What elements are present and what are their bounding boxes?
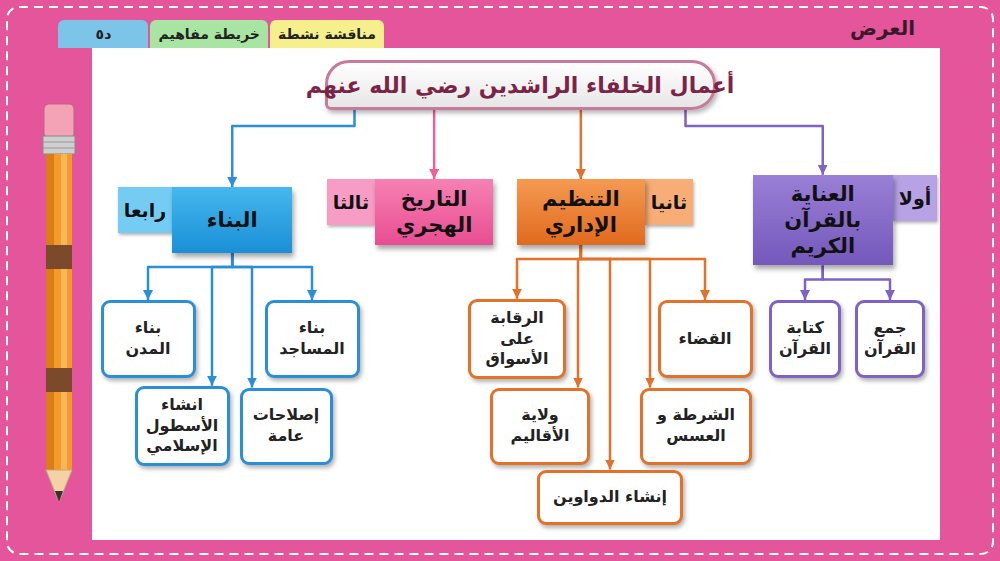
box-text: إنشاء الدواوين bbox=[553, 487, 667, 508]
connector bbox=[517, 245, 581, 299]
sub-box: إصلاحات عامة bbox=[240, 388, 333, 465]
box-text: انشاء الأسطول الإسلامي bbox=[146, 395, 219, 457]
content-panel bbox=[92, 48, 940, 540]
sub-box: القضاء bbox=[658, 300, 753, 378]
box-text: الشرطة و العسس bbox=[651, 405, 741, 447]
pencil-illustration bbox=[43, 104, 75, 502]
sub-box: ولاية الأقاليم bbox=[490, 388, 590, 465]
main-ribbon: رابعا البناء bbox=[118, 187, 292, 253]
connector bbox=[578, 245, 581, 388]
connector bbox=[581, 245, 705, 300]
ribbon-body: العناية بالقرآن الكريم bbox=[753, 175, 893, 266]
main-ribbon: ثانياالتنظيم الإداري bbox=[517, 179, 693, 245]
sub-box: جمع القرآن bbox=[855, 300, 925, 378]
tab-label: خريطة مفاهيم bbox=[150, 20, 267, 48]
tab-label: د٥ bbox=[58, 20, 148, 48]
connector bbox=[232, 253, 252, 388]
label-text: خريطة مفاهيم bbox=[158, 26, 259, 42]
connector bbox=[805, 265, 823, 300]
connector bbox=[823, 265, 890, 300]
slide-heading: العرض bbox=[850, 16, 915, 40]
sub-box: كتابة القرآن bbox=[769, 300, 841, 378]
connector bbox=[580, 110, 583, 179]
title-text: أعمال الخلفاء الراشدين رضي الله عنهم bbox=[306, 73, 734, 98]
ribbon-body: التنظيم الإداري bbox=[517, 179, 645, 245]
box-text: ولاية الأقاليم bbox=[501, 405, 579, 447]
box-text: بناء المدن bbox=[112, 318, 185, 360]
main-ribbon: ثالثاالتاريخ الهجري bbox=[327, 179, 493, 245]
ribbon-body: البناء bbox=[172, 187, 292, 253]
label-text: مناقشة نشطة bbox=[278, 26, 376, 42]
tab-label: مناقشة نشطة bbox=[270, 20, 384, 48]
main-ribbon: أولاالعناية بالقرآن الكريم bbox=[753, 175, 937, 266]
sub-box: بناء المساجد bbox=[265, 300, 360, 378]
ordinal-heading: ثالثا bbox=[327, 179, 375, 225]
connector bbox=[232, 110, 354, 187]
ribbon-text: العناية بالقرآن الكريم bbox=[761, 181, 885, 260]
box-text: بناء المساجد bbox=[276, 318, 349, 360]
ribbon-text: البناء bbox=[207, 207, 258, 233]
label-text: العرض bbox=[850, 16, 915, 40]
box-text: كتابة القرآن bbox=[779, 318, 831, 360]
ordinal-heading: ثانيا bbox=[645, 179, 693, 225]
ordinal-heading: رابعا bbox=[118, 187, 172, 233]
box-text: إصلاحات عامة bbox=[251, 405, 322, 447]
sub-box: الشرطة و العسس bbox=[640, 388, 752, 465]
box-text: الرقابة على الأسواق bbox=[479, 308, 555, 370]
sub-box: إنشاء الدواوين bbox=[537, 470, 683, 525]
connector bbox=[581, 245, 650, 388]
ribbon-text: التنظيم الإداري bbox=[525, 186, 637, 239]
connector bbox=[433, 110, 436, 179]
connector bbox=[232, 253, 312, 300]
box-text: جمع القرآن bbox=[864, 318, 916, 360]
box-text: القضاء bbox=[679, 329, 732, 350]
connector bbox=[148, 253, 232, 300]
ordinal-heading: أولا bbox=[893, 175, 937, 221]
dashed-border bbox=[7, 7, 993, 554]
connector bbox=[686, 110, 823, 175]
sub-box: انشاء الأسطول الإسلامي bbox=[135, 386, 230, 466]
sub-box: الرقابة على الأسواق bbox=[468, 299, 566, 379]
ribbon-text: التاريخ الهجري bbox=[383, 186, 485, 239]
sub-box: بناء المدن bbox=[101, 300, 196, 378]
title-box: أعمال الخلفاء الراشدين رضي الله عنهم bbox=[325, 60, 716, 110]
ribbon-body: التاريخ الهجري bbox=[375, 179, 493, 245]
label-text: د٥ bbox=[96, 26, 112, 42]
connector bbox=[212, 253, 232, 386]
